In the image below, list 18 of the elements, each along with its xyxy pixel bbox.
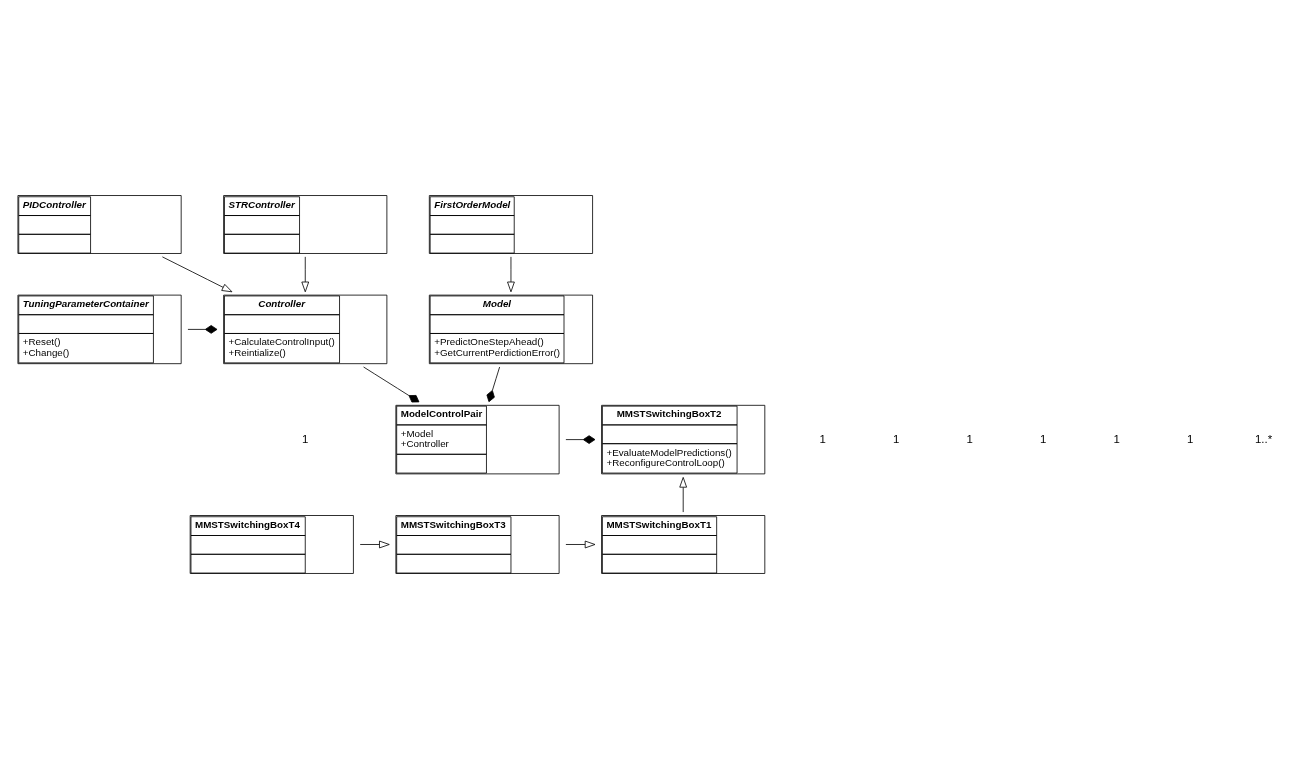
arrow: [565, 540, 596, 549]
arrow: [301, 256, 310, 293]
connector: [565, 435, 596, 444]
label: 1: [1186, 432, 1194, 445]
arrow: [679, 477, 688, 513]
connector: [187, 325, 218, 334]
label: 1: [302, 432, 309, 445]
arrow: [359, 540, 390, 549]
label: 1: [819, 432, 826, 445]
connector: [363, 366, 420, 403]
connector: [486, 366, 501, 403]
label: 1: [966, 432, 973, 445]
arrow: [162, 256, 233, 293]
label: 1: [1113, 432, 1120, 445]
label: 1..*: [1255, 432, 1273, 445]
label: 1: [893, 432, 900, 445]
arrow: [507, 256, 515, 293]
label: 1: [1040, 432, 1047, 445]
